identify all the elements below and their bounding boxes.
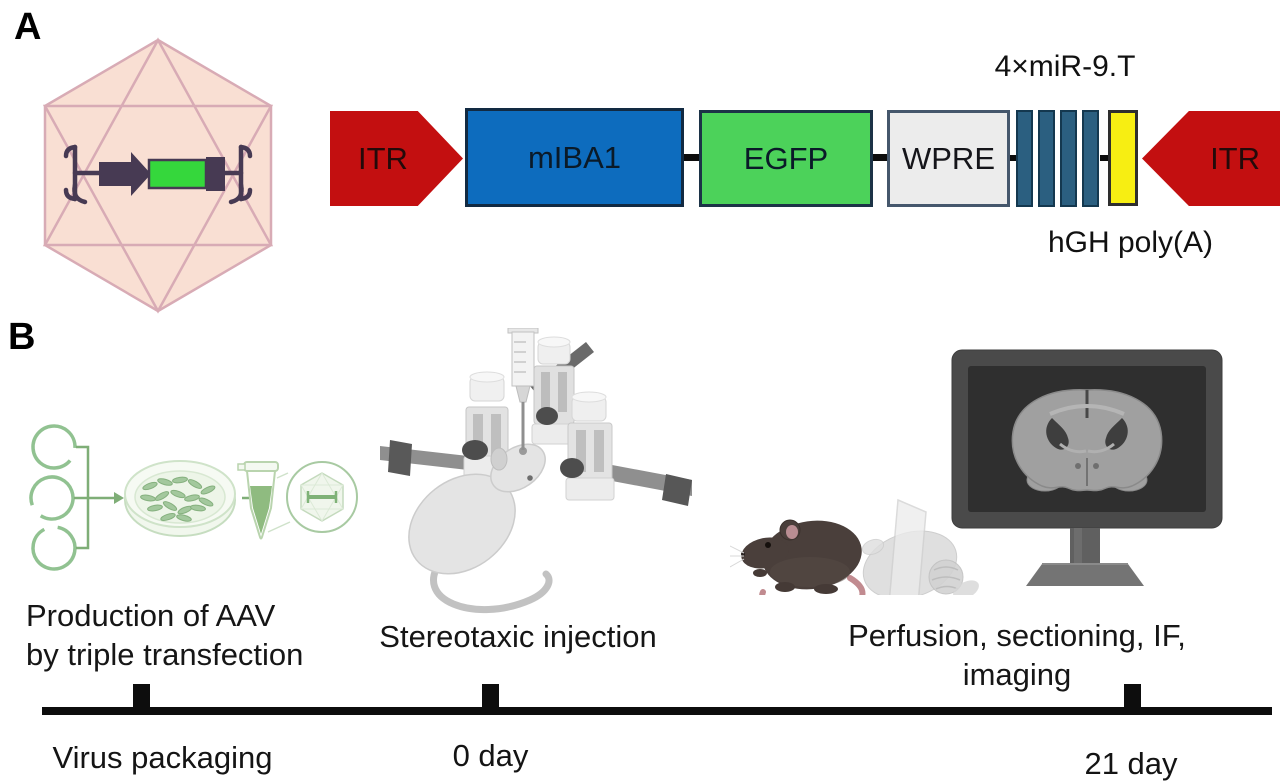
syringe-icon <box>507 328 539 450</box>
aav-capsid-icon <box>42 37 274 314</box>
step3-caption: Perfusion, sectioning, IF, imaging <box>848 618 1186 692</box>
stereotaxic-frame-icon <box>380 336 692 506</box>
step1-caption: Production of AAV by triple transfection <box>26 596 346 674</box>
monitor-icon <box>951 349 1223 586</box>
itr-right-arrow: ITR <box>1142 111 1280 206</box>
mir9-target-sites <box>1016 110 1102 207</box>
aav-production-icon <box>29 424 358 571</box>
timeline-tick-day21 <box>1124 684 1141 708</box>
reporter-text: EGFP <box>743 140 829 176</box>
mir9-target-stripe <box>1082 110 1099 207</box>
timeline-label-day0: 0 day <box>452 738 529 773</box>
connector-line <box>873 154 887 161</box>
timeline-tick-day0 <box>482 684 499 708</box>
packaged-genome-icon <box>63 144 253 205</box>
connector-line <box>684 154 699 161</box>
timeline-axis <box>42 707 1272 715</box>
itr-right-text: ITR <box>1210 140 1260 176</box>
timeline-tick-packaging <box>133 684 150 708</box>
virus-callout-icon <box>267 461 358 533</box>
arrowhead <box>114 492 124 504</box>
promoter-box: mIBA1 <box>465 108 684 207</box>
black-mouse-icon <box>730 519 866 595</box>
microtube-icon <box>237 461 279 540</box>
connector-line <box>1010 155 1016 161</box>
itr-left-text: ITR <box>358 140 408 176</box>
imaging-scene-icon <box>730 349 1223 595</box>
mir9-target-stripe <box>1060 110 1077 207</box>
reporter-box: EGFP <box>699 110 873 207</box>
timeline-label-packaging: Virus packaging <box>52 740 273 775</box>
step1-caption-line1: Production of AAV <box>26 598 276 633</box>
promoter-text: mIBA1 <box>527 139 622 175</box>
polya-label: hGH poly(A) <box>1047 226 1214 259</box>
brace-arrow-icon <box>74 445 114 550</box>
panel-b-label: B <box>8 316 36 358</box>
wpre-box: WPRE <box>887 110 1010 207</box>
lab-mouse-icon <box>408 443 553 614</box>
brain-slice-image <box>1011 389 1163 492</box>
plasmids-icon <box>29 424 77 571</box>
step1-caption-line2: by triple transfection <box>26 637 304 672</box>
brain-sectioning-icon <box>861 498 979 595</box>
genome-promoter-arrow <box>99 152 151 196</box>
itr-left-arrow: ITR <box>330 111 463 206</box>
genome-terminator-box <box>206 157 225 191</box>
connector-line <box>1100 155 1108 161</box>
tube-liquid <box>250 486 272 534</box>
wpre-text: WPRE <box>902 140 995 176</box>
petri-dish-icon <box>124 460 236 537</box>
genome-gene-box <box>147 158 208 190</box>
mir-target-label: 4×miR-9.T <box>994 50 1136 83</box>
panel-a-label: A <box>14 6 42 48</box>
stereotaxic-scene-icon <box>380 328 692 614</box>
polya-box <box>1108 110 1138 206</box>
timeline-label-day21: 21 day <box>1084 746 1178 781</box>
mir9-target-stripe <box>1016 110 1033 207</box>
mir9-target-stripe <box>1038 110 1055 207</box>
cells <box>140 476 216 522</box>
step2-caption: Stereotaxic injection <box>379 619 657 654</box>
